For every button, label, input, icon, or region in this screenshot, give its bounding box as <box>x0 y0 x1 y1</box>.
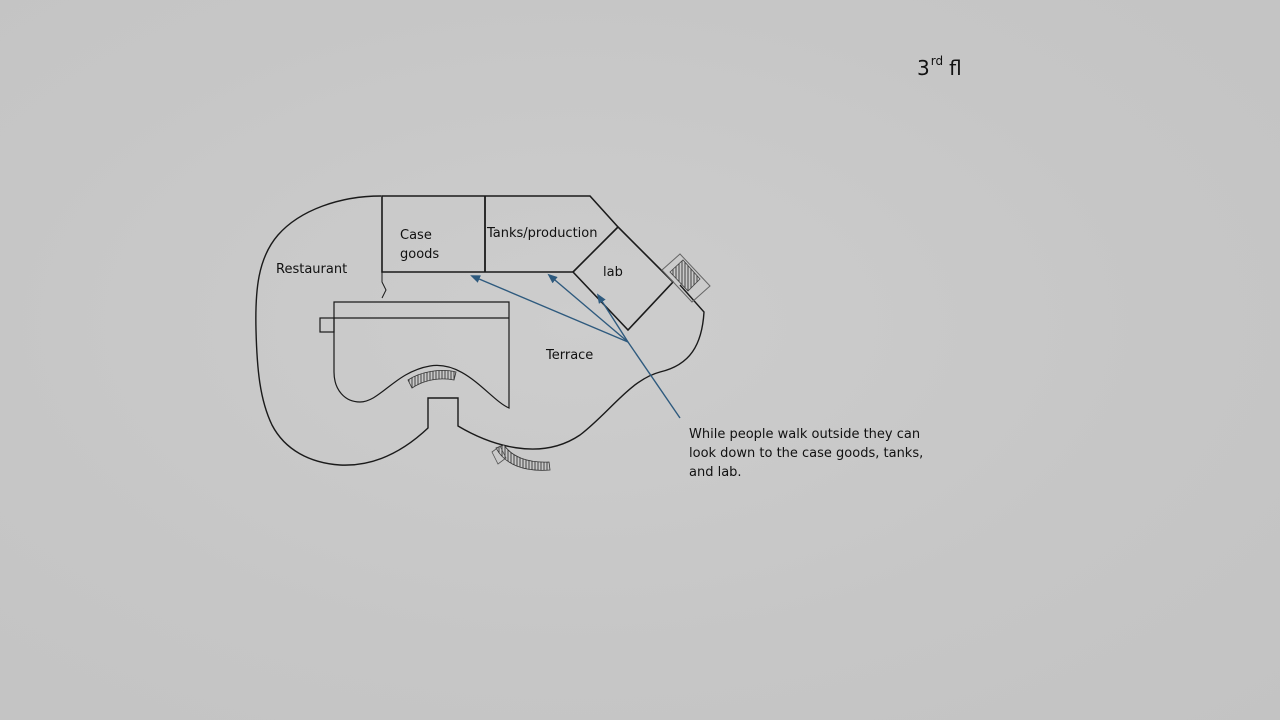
stairs-icon <box>407 370 457 389</box>
small-column <box>319 317 335 333</box>
stairs-icon <box>495 444 551 471</box>
production-block <box>381 195 675 332</box>
room-label-terrace: Terrace <box>546 348 594 363</box>
wall-lab <box>572 226 619 273</box>
arrow-icon <box>470 273 681 419</box>
building-outline <box>255 195 705 466</box>
door-notch <box>381 272 387 299</box>
stairs-landing <box>491 445 507 465</box>
annotation-note: While people walk outside they can look … <box>689 427 924 480</box>
room-label-case-goods-line2: goods <box>400 247 440 262</box>
floor-suffix: fl <box>949 56 962 80</box>
stairs-icon <box>661 253 711 303</box>
floor-ordinal: rd <box>930 54 944 68</box>
courtyard-outline <box>333 301 510 409</box>
room-label-case-goods-line1: Case <box>400 228 432 243</box>
floor-number: 3 <box>917 56 930 80</box>
room-label-case-goods: Case goods <box>400 226 439 264</box>
room-label-lab: lab <box>603 265 623 280</box>
room-label-restaurant: Restaurant <box>276 262 348 277</box>
room-label-tanks: Tanks/production <box>487 226 598 241</box>
